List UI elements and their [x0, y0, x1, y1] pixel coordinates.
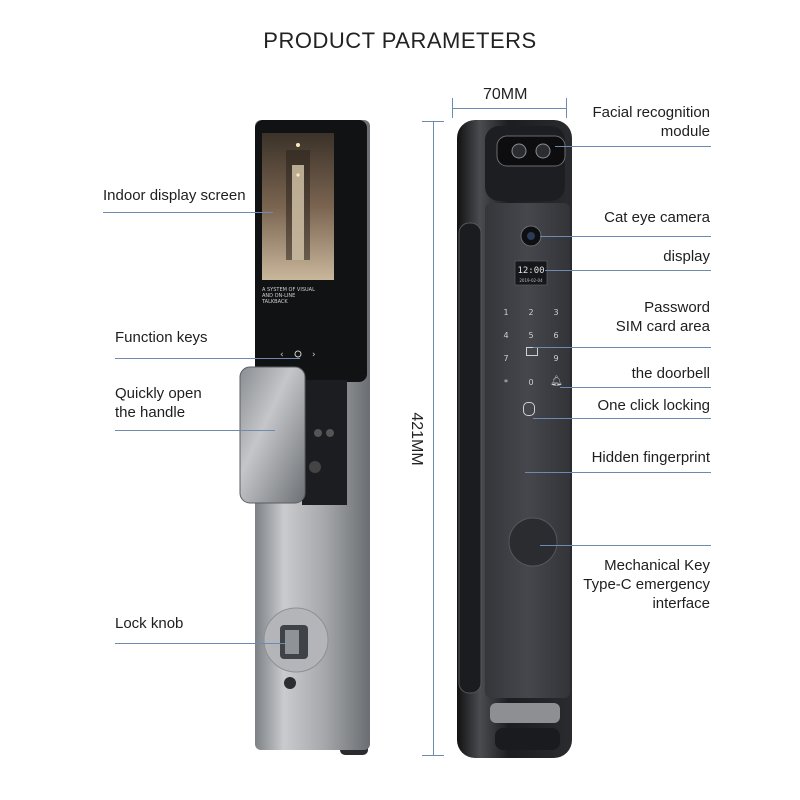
width-tick-left [452, 98, 453, 118]
label-facial: Facial recognition module [560, 103, 710, 141]
width-label: 70MM [483, 86, 528, 103]
screen-caption-line3: TALKBACK [262, 299, 288, 305]
lock-icon[interactable] [523, 402, 535, 416]
leader-cat-eye [540, 236, 711, 237]
front-display-time: 12:00 [517, 266, 545, 276]
keypad-key[interactable]: 2 [528, 308, 534, 317]
svg-text:‹: ‹ [280, 350, 284, 360]
label-mechanical-line2: Type-C emergency [583, 576, 710, 593]
label-cat-eye: Cat eye camera [604, 209, 710, 226]
label-doorbell: the doorbell [631, 365, 710, 382]
screen-caption-line2: AND ON-LINE [262, 293, 296, 299]
height-label: 421MM [408, 412, 425, 466]
label-facial-line1: Facial recognition [592, 104, 710, 121]
label-password: Password SIM card area [560, 298, 710, 336]
height-tick-bottom [422, 755, 444, 756]
keypad-key[interactable]: 1 [503, 308, 509, 317]
sim-card-icon [526, 347, 538, 356]
label-function-keys: Function keys [115, 329, 208, 346]
height-dimension-line [433, 121, 434, 755]
label-quick-open: Quickly open the handle [115, 384, 202, 422]
keypad-key[interactable]: 7 [503, 354, 509, 363]
leader-mechanical [540, 545, 711, 546]
screen-caption-line1: A SYSTEM OF VISUAL [262, 287, 315, 293]
label-password-line2: SIM card area [615, 318, 710, 335]
width-tick-right [566, 98, 567, 118]
keypad-key[interactable]: 0 [528, 378, 534, 387]
label-mechanical-line3: interface [652, 595, 710, 612]
indoor-lock-illustration: ‹ › [239, 120, 370, 755]
label-quick-open-line2: the handle [115, 404, 186, 421]
label-display: display [663, 248, 710, 265]
keypad-key[interactable]: 5 [528, 331, 534, 340]
width-dimension-line [452, 108, 567, 109]
front-display-date: 2019-02-04 [519, 278, 543, 283]
keypad-key[interactable]: * [504, 378, 508, 387]
leader-hidden-fp [525, 472, 711, 473]
label-quick-open-line1: Quickly open [115, 385, 202, 402]
page-title: PRODUCT PARAMETERS [263, 28, 537, 53]
screen-caption: A SYSTEM OF VISUAL AND ON-LINE TALKBACK [262, 287, 315, 305]
label-facial-line2: module [660, 123, 710, 140]
label-password-line1: Password [644, 299, 710, 316]
label-hidden-fp: Hidden fingerprint [591, 449, 710, 466]
leader-display [545, 270, 711, 271]
doorbell-icon[interactable]: 🔔︎ [550, 376, 563, 387]
leader-password [533, 347, 711, 348]
label-one-click: One click locking [597, 397, 710, 414]
label-lock-knob: Lock knob [115, 615, 184, 632]
keypad-key[interactable]: 4 [503, 331, 509, 340]
leader-one-click [533, 418, 711, 419]
leader-facial [555, 146, 711, 147]
svg-text:›: › [312, 350, 316, 360]
label-indoor-display: Indoor display screen [103, 187, 246, 204]
label-mechanical-line1: Mechanical Key [604, 557, 710, 574]
leader-indoor-display [103, 212, 273, 213]
leader-function-keys [115, 358, 300, 359]
leader-doorbell [560, 387, 711, 388]
keypad-key[interactable]: 6 [553, 331, 559, 340]
leader-quick-open [115, 430, 275, 431]
keypad-key[interactable]: 3 [553, 308, 559, 317]
leader-lock-knob [115, 643, 285, 644]
outdoor-lock-illustration [457, 120, 572, 758]
label-mechanical: Mechanical Key Type-C emergency interfac… [560, 556, 710, 613]
keypad-key[interactable]: 9 [553, 354, 559, 363]
